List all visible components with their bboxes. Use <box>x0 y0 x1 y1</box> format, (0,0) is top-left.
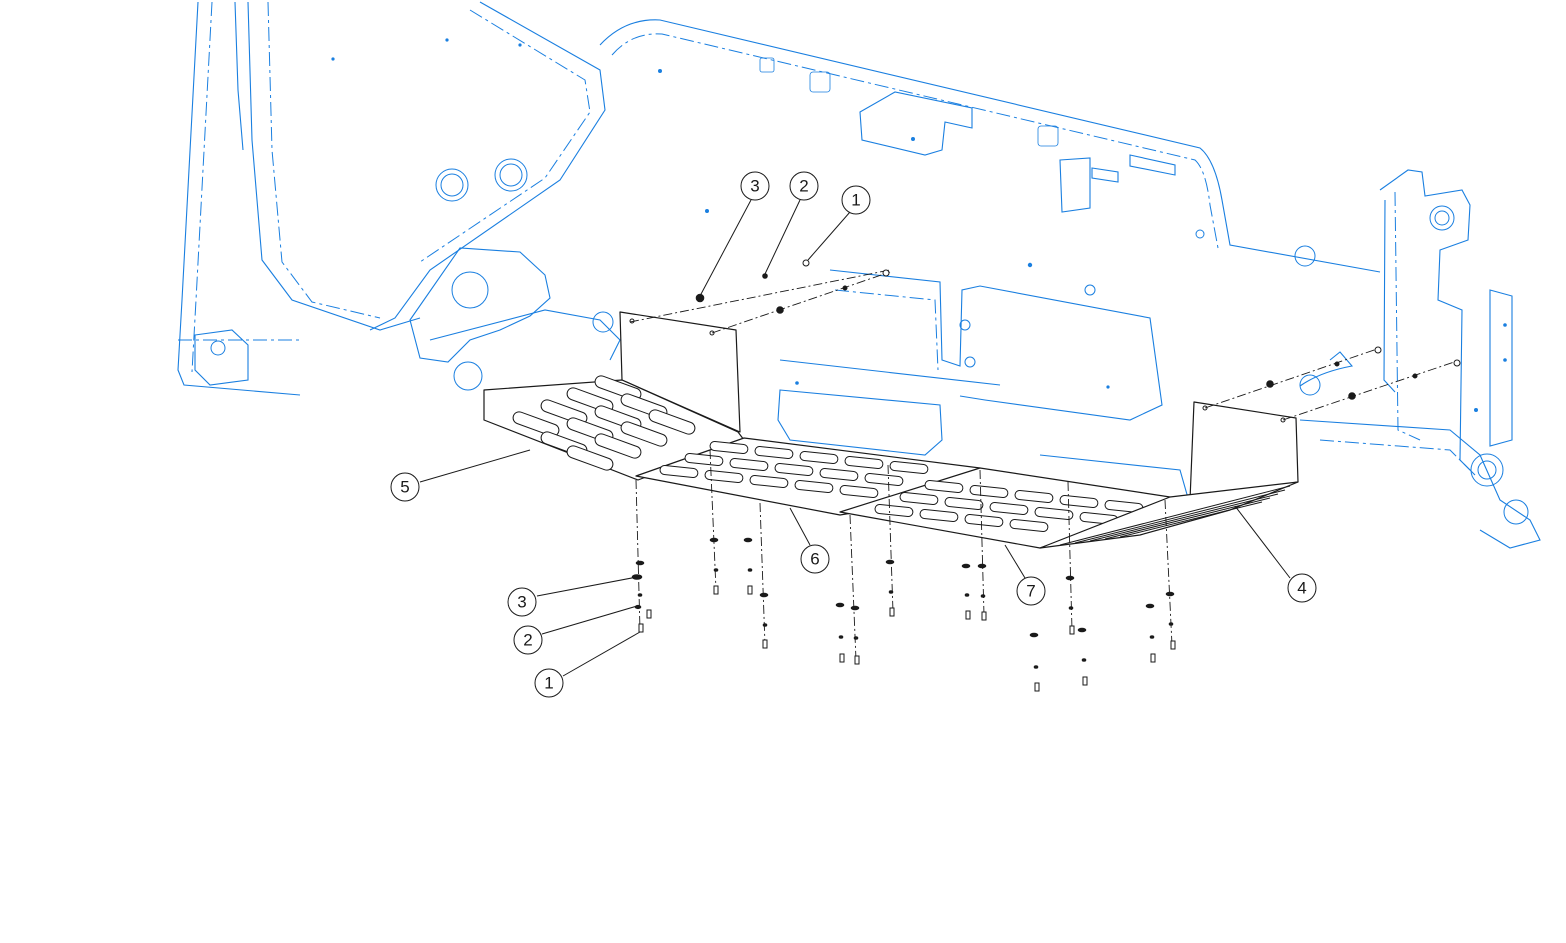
callout-part-7: 7 <box>1016 576 1046 606</box>
right-step-tread <box>1039 481 1299 549</box>
svg-text:1: 1 <box>851 191 860 210</box>
middle-step-slots <box>659 440 929 499</box>
svg-text:3: 3 <box>750 177 759 196</box>
svg-text:4: 4 <box>1297 579 1306 598</box>
leader-lines <box>419 199 1291 677</box>
step-assembly <box>483 311 1299 549</box>
left-step-slots <box>512 375 696 471</box>
svg-text:7: 7 <box>1026 582 1035 601</box>
callout-left-3: 3 <box>507 587 537 617</box>
upper-fastener-stack <box>629 259 1461 421</box>
callout-part-6: 6 <box>800 544 830 574</box>
callout-left-2: 2 <box>513 625 543 655</box>
lower-fastener-stacks <box>631 449 1176 692</box>
callout-balloons: 3 2 1 5 6 7 4 3 <box>390 171 1317 698</box>
callout-top-2: 2 <box>789 171 819 201</box>
svg-text:2: 2 <box>799 177 808 196</box>
callout-part-4: 4 <box>1287 573 1317 603</box>
svg-text:5: 5 <box>400 478 409 497</box>
svg-text:6: 6 <box>810 550 819 569</box>
left-riser-panel <box>619 311 741 433</box>
right-step-ribs <box>1059 485 1291 546</box>
callout-left-1: 1 <box>534 668 564 698</box>
svg-text:2: 2 <box>523 631 532 650</box>
callout-part-5: 5 <box>390 472 420 502</box>
callout-top-1: 1 <box>841 185 871 215</box>
svg-text:1: 1 <box>544 674 553 693</box>
callout-top-3: 3 <box>740 171 770 201</box>
svg-text:3: 3 <box>517 593 526 612</box>
chassis-frame-phantom <box>177 1 1541 549</box>
right-middle-step-slots <box>874 479 1144 533</box>
